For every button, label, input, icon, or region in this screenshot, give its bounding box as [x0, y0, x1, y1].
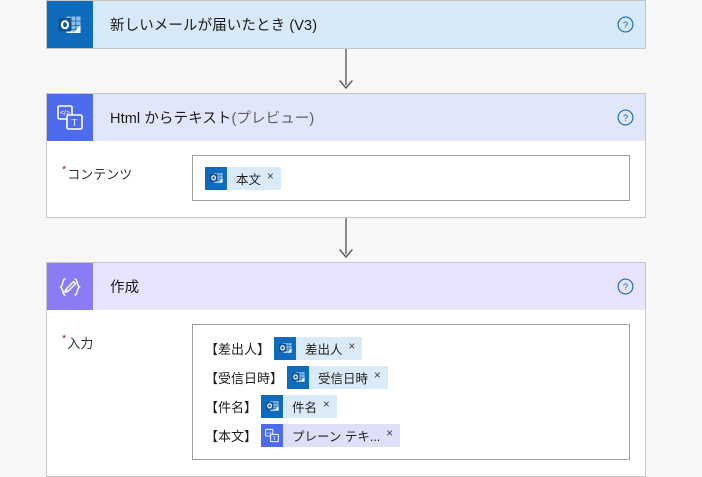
html-to-text-icon: </> T — [261, 423, 284, 447]
compose-braces-pencil-icon — [47, 263, 93, 310]
token-chip-body: 受信日時 × — [309, 365, 388, 389]
card-title-suffix: (プレビュー) — [231, 111, 315, 127]
token-chip[interactable]: 受信日時 × — [287, 365, 388, 389]
token-remove-icon[interactable]: × — [267, 171, 274, 184]
svg-text:?: ? — [622, 20, 627, 31]
token-line-prefix: 【差出人】 — [205, 341, 271, 357]
token-chip-body: プレーン テキ... × — [283, 423, 401, 447]
token-line: 本文 × — [205, 166, 617, 190]
card-body: *コンテンツ — [47, 141, 645, 217]
outlook-icon — [261, 394, 284, 418]
flow-card-trigger[interactable]: 新しいメールが届いたとき (V3) ? — [46, 0, 646, 49]
connector-arrow-1 — [46, 49, 646, 93]
token-chip-label: 差出人 — [305, 342, 343, 357]
token-chip-label: プレーン テキ... — [292, 429, 381, 444]
token-remove-icon[interactable]: × — [348, 341, 356, 354]
content-input[interactable]: 本文 × — [192, 155, 630, 201]
token-remove-icon[interactable]: × — [323, 399, 330, 412]
token-chip-body: 差出人 × — [296, 336, 363, 360]
card-title-text: 作成 — [110, 280, 140, 296]
card-title: 新しいメールが届いたとき (V3) — [93, 1, 605, 48]
field-label-content: *コンテンツ — [62, 155, 192, 201]
outlook-icon — [287, 365, 310, 389]
svg-text:T: T — [71, 119, 77, 129]
flow-canvas: 新しいメールが届いたとき (V3) ? </> T — [46, 0, 646, 477]
token-line-prefix: 【受信日時】 — [205, 370, 284, 386]
card-header[interactable]: </> T Html からテキスト (プレビュー) ? — [47, 94, 645, 141]
token-chip[interactable]: 件名 × — [261, 394, 337, 418]
card-title-text: Html からテキスト — [110, 111, 232, 127]
flow-card-compose[interactable]: 作成 ? *入力 【差出人】 — [46, 262, 646, 477]
token-line: 【本文】 </> T プレーン テキ... × — [205, 423, 617, 447]
connector-arrow-2 — [46, 218, 646, 262]
svg-text:</>: </> — [60, 110, 70, 117]
token-chip[interactable]: 本文 × — [205, 166, 281, 190]
required-asterisk: * — [62, 164, 67, 176]
svg-text:?: ? — [622, 113, 627, 124]
token-chip-label: 本文 — [236, 172, 262, 187]
required-asterisk: * — [62, 333, 67, 345]
card-header[interactable]: 新しいメールが届いたとき (V3) ? — [47, 1, 645, 48]
field-label-input: *入力 — [62, 324, 192, 460]
svg-text:</>: </> — [267, 430, 272, 434]
token-line: 【件名】 — [205, 394, 617, 418]
token-chip-label: 受信日時 — [318, 371, 369, 386]
html-to-text-icon: </> T — [47, 94, 93, 141]
card-header[interactable]: 作成 ? — [47, 263, 645, 310]
token-chip-body: 本文 × — [227, 166, 281, 190]
field-label-text: 入力 — [67, 336, 94, 351]
card-title: Html からテキスト (プレビュー) — [93, 94, 605, 141]
token-line-prefix: 【本文】 — [205, 428, 258, 444]
field-label-text: コンテンツ — [67, 167, 133, 182]
help-icon[interactable]: ? — [605, 94, 645, 141]
svg-text:?: ? — [622, 282, 627, 293]
token-chip[interactable]: </> T プレーン テキ... × — [261, 423, 401, 447]
flow-card-html-to-text[interactable]: </> T Html からテキスト (プレビュー) ? *コンテンツ — [46, 93, 646, 218]
token-remove-icon[interactable]: × — [374, 370, 381, 383]
token-line: 【差出人】 — [205, 336, 617, 360]
card-body: *入力 【差出人】 — [47, 310, 645, 476]
token-line: 【受信日時】 — [205, 365, 617, 389]
help-icon[interactable]: ? — [605, 263, 645, 310]
token-remove-icon[interactable]: × — [386, 428, 394, 441]
token-chip-label: 件名 — [292, 400, 318, 415]
card-title: 作成 — [93, 263, 605, 310]
compose-input[interactable]: 【差出人】 — [192, 324, 630, 460]
outlook-icon — [205, 166, 227, 190]
token-line-prefix: 【件名】 — [205, 399, 258, 415]
help-icon[interactable]: ? — [605, 1, 645, 48]
outlook-icon — [274, 336, 297, 360]
token-chip-body: 件名 × — [283, 394, 337, 418]
svg-text:T: T — [273, 436, 276, 441]
outlook-icon — [47, 1, 93, 48]
card-title-text: 新しいメールが届いたとき (V3) — [110, 18, 318, 34]
token-chip[interactable]: 差出人 × — [274, 336, 363, 360]
